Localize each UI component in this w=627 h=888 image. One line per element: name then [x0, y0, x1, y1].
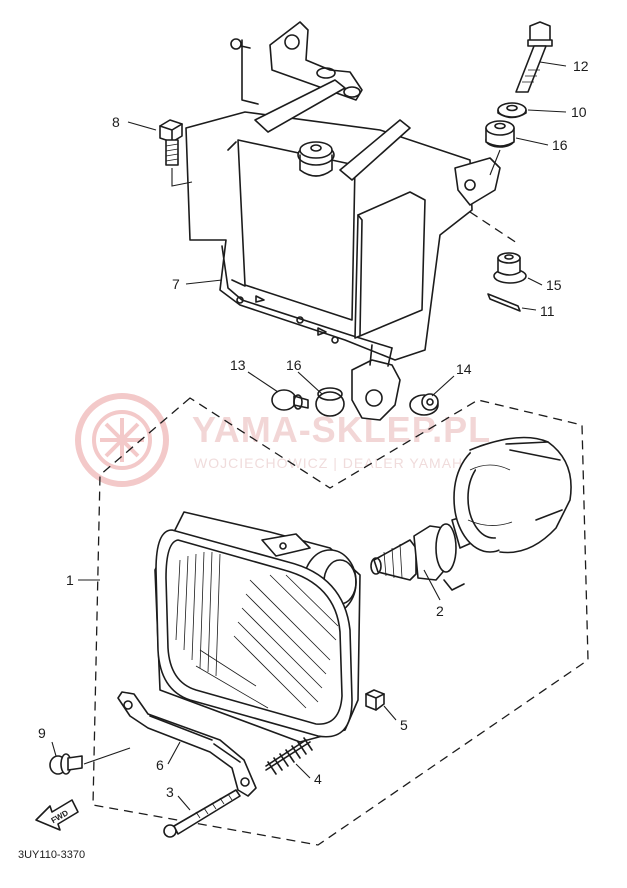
callout-9: 9 [38, 725, 46, 741]
drawing-code: 3UY110-3370 [18, 849, 85, 861]
callout-11: 11 [540, 303, 555, 319]
collar-15-guide [469, 211, 521, 246]
callout-1: 1 [66, 572, 74, 588]
headlight-stay-part [185, 21, 501, 421]
collar-14-part [409, 393, 439, 416]
callout-12: 12 [573, 58, 589, 74]
dust-cover-part [453, 436, 572, 554]
nut-part [365, 689, 385, 711]
callout-4: 4 [314, 771, 322, 787]
callout-3: 3 [166, 784, 174, 800]
callout-labels: 12 10 16 8 7 15 11 13 16 14 1 2 5 6 4 9 … [38, 58, 589, 800]
watermark-subtitle: WOJCIECHOWICZ | DEALER YAMAHA [194, 455, 473, 471]
washer-10-part [497, 102, 527, 119]
bolt-12-part [515, 21, 553, 93]
bolt-9-part [49, 753, 83, 775]
callout-13: 13 [230, 357, 246, 373]
spring-part [265, 737, 313, 775]
assembly-boundary [92, 397, 589, 846]
callout-16-top: 16 [552, 137, 568, 153]
bolt-8-part [159, 119, 183, 166]
collar-15-part [493, 252, 527, 284]
grommet-16-mid-part [315, 387, 345, 417]
watermark: YAMA-SKLEP.PL WOJCIECHOWICZ | DEALER YAM… [75, 393, 491, 487]
watermark-logo [75, 393, 169, 487]
callout-2: 2 [436, 603, 444, 619]
bolt-13-part [271, 389, 309, 411]
adjusting-screw-part [163, 789, 241, 838]
bolt-8-guide [171, 168, 193, 187]
bolt-12-guide [489, 149, 501, 176]
watermark-title: YAMA-SKLEP.PL [192, 409, 491, 450]
callout-8: 8 [112, 114, 120, 130]
callout-5: 5 [400, 717, 408, 733]
callout-6: 6 [156, 757, 164, 773]
forward-direction-arrow: FWD [35, 799, 79, 831]
callout-10: 10 [571, 104, 587, 120]
callout-14: 14 [456, 361, 472, 377]
callout-16-mid: 16 [286, 357, 302, 373]
callout-15: 15 [546, 277, 562, 293]
callout-7: 7 [172, 276, 180, 292]
headlight-part [154, 511, 361, 743]
bracket-part [117, 691, 257, 797]
clip-11-part [487, 293, 521, 312]
headlight-lens-flutes [175, 551, 339, 709]
grommet-16-top-part [485, 120, 515, 148]
leader-lines [51, 61, 567, 811]
